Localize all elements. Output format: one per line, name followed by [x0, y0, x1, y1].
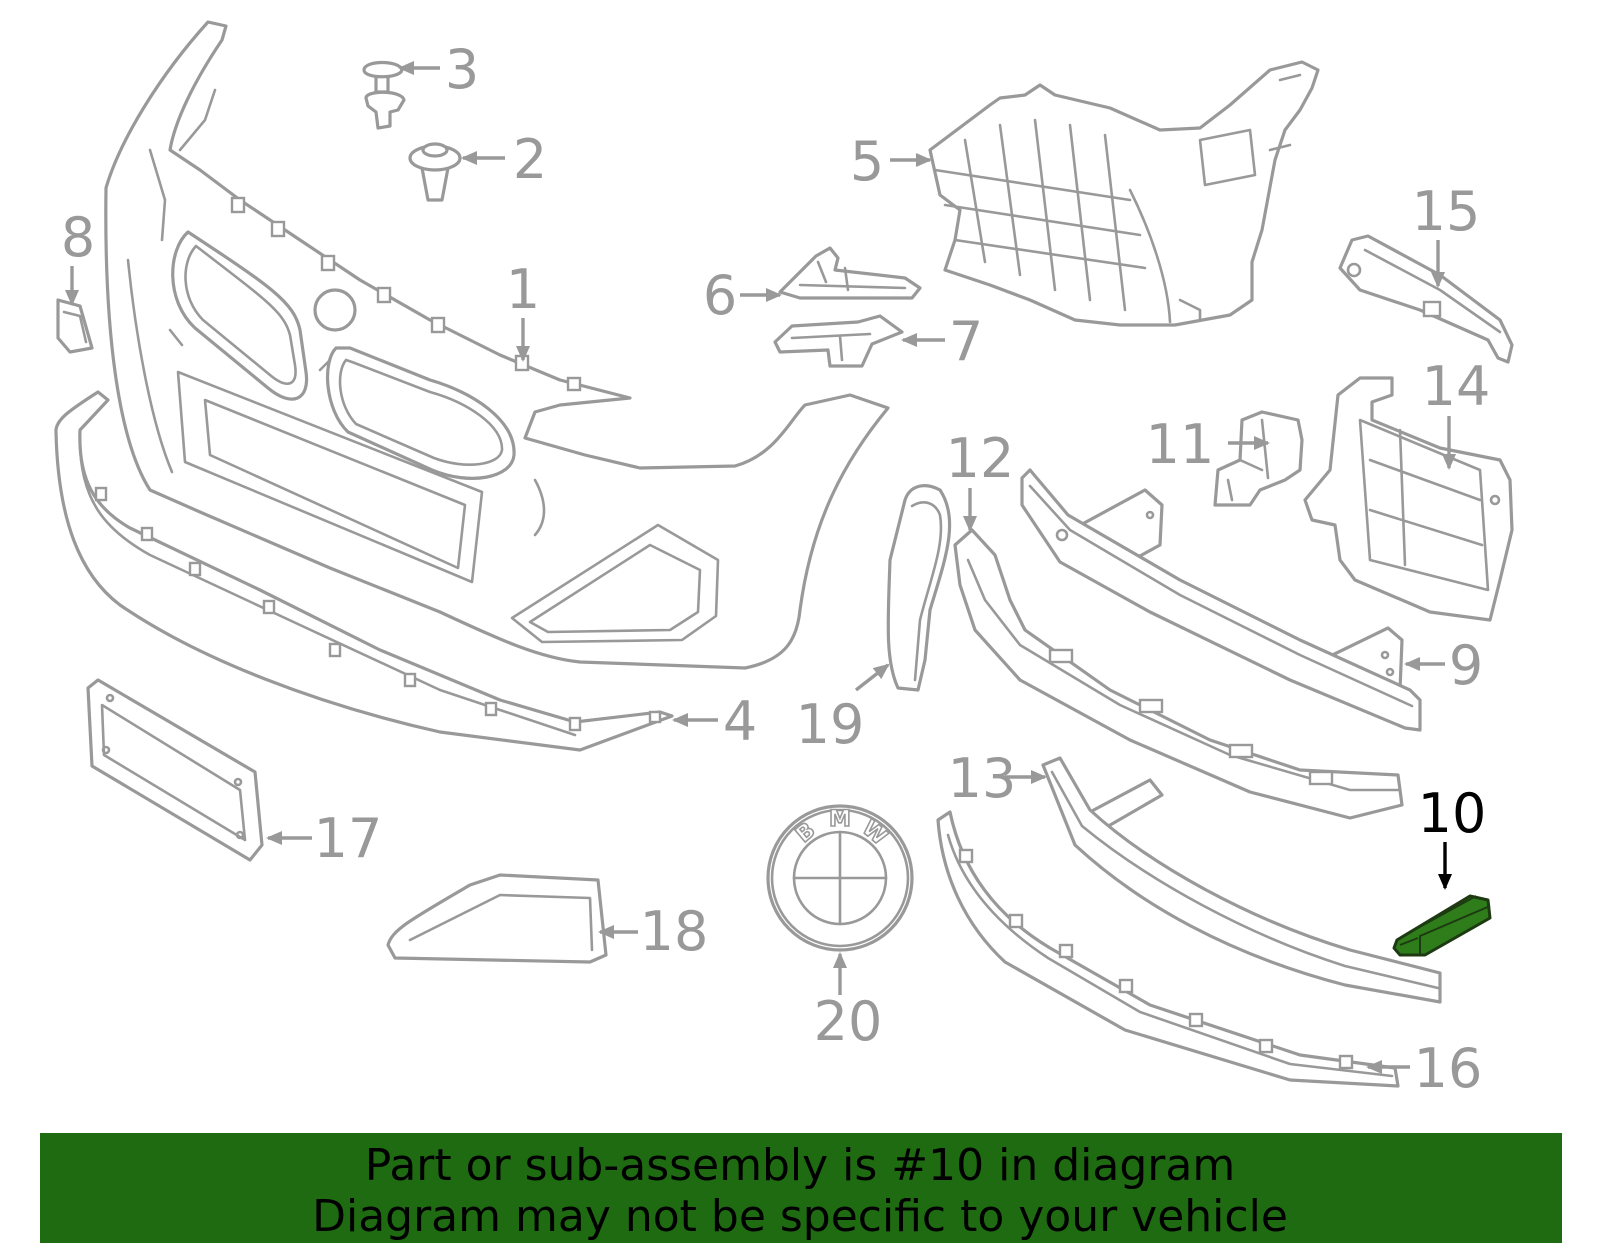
callout-label-3: 3	[445, 38, 479, 101]
part-7-bracket	[773, 314, 904, 368]
part-9-impact-bar	[1020, 468, 1422, 732]
callout-label-12: 12	[946, 427, 1015, 490]
part-6-bracket	[778, 246, 922, 300]
callout-label-14: 14	[1422, 355, 1491, 418]
callout-label-18: 18	[640, 900, 709, 963]
part-10-highlighted	[1392, 894, 1492, 957]
callout-label-11: 11	[1146, 413, 1215, 476]
callout-label-13: 13	[948, 747, 1017, 810]
part-8-cover-cap	[56, 298, 94, 354]
callout-label-20: 20	[814, 990, 883, 1053]
part-17-license-plate-bracket	[86, 678, 264, 862]
part-16-lower-trim	[936, 810, 1400, 1088]
banner-line-1: Part or sub-assembly is #10 in diagram	[365, 1140, 1235, 1191]
callout-label-1: 1	[506, 258, 540, 321]
part-5-support-bracket	[928, 60, 1320, 327]
part-18-air-duct	[386, 873, 608, 964]
callout-label-17: 17	[314, 807, 383, 870]
part-19-side-vent-trim	[886, 484, 952, 692]
part-13-trim-strip	[1041, 756, 1442, 1004]
part-4-lower-lip	[54, 390, 674, 752]
callout-label-5: 5	[850, 130, 884, 193]
part-14-carrier-bracket	[1303, 376, 1514, 622]
part-1-bumper-cover	[104, 20, 890, 670]
part-15-mounting-rail	[1338, 234, 1514, 364]
callout-label-9: 9	[1449, 634, 1483, 697]
part-3-push-pin	[362, 60, 406, 130]
emblem-letter-m: M	[829, 807, 851, 832]
callout-label-10: 10	[1418, 782, 1487, 845]
callout-label-8: 8	[61, 206, 95, 269]
callout-label-16: 16	[1414, 1037, 1483, 1100]
callout-labels: 1 2 3 4 5 6 7 8 9 10 11 12 13 14 15 16 1…	[61, 38, 1491, 1100]
callout-arrows	[65, 61, 1456, 1074]
callout-label-7: 7	[949, 310, 983, 373]
callout-label-4: 4	[723, 690, 757, 753]
part-11-bracket	[1213, 410, 1304, 507]
banner-background	[40, 1133, 1562, 1243]
part-12-energy-absorber	[953, 528, 1404, 820]
callout-label-6: 6	[703, 264, 737, 327]
callout-arrow-19	[854, 663, 890, 692]
callout-label-19: 19	[796, 693, 865, 756]
callout-label-2: 2	[513, 128, 547, 191]
part-2-nut	[408, 142, 462, 202]
part-20-emblem: B M W	[766, 804, 914, 952]
callout-label-15: 15	[1412, 180, 1481, 243]
info-banner: Part or sub-assembly is #10 in diagram D…	[40, 1133, 1562, 1243]
banner-line-2: Diagram may not be specific to your vehi…	[312, 1191, 1288, 1242]
